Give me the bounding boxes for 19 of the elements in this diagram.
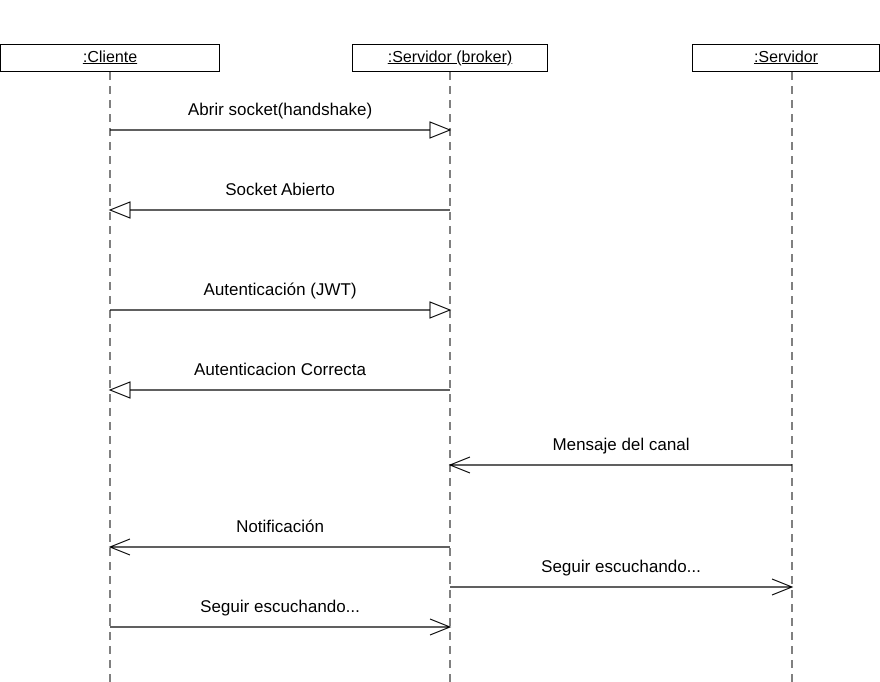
message-arrow — [110, 382, 450, 398]
message-label: Autenticacion Correcta — [194, 360, 366, 380]
message-arrow — [110, 538, 450, 556]
message-label: Socket Abierto — [225, 180, 335, 200]
message-arrow — [110, 202, 450, 218]
message-label: Abrir socket(handshake) — [188, 100, 372, 120]
message-arrow — [450, 456, 792, 474]
message-label: Autenticación (JWT) — [203, 280, 357, 300]
message-label: Seguir escuchando... — [200, 597, 360, 617]
participant-name: :Servidor (broker) — [388, 49, 512, 67]
message-arrow — [110, 302, 450, 318]
message-label: Mensaje del canal — [552, 435, 690, 455]
message-arrow — [450, 578, 792, 596]
message-arrow — [110, 618, 450, 636]
message-label: Notificación — [236, 517, 324, 537]
participant-name: :Servidor — [754, 49, 818, 67]
message-arrow — [110, 122, 450, 138]
message-label: Seguir escuchando... — [541, 557, 701, 577]
participant-name: :Cliente — [82, 49, 138, 67]
